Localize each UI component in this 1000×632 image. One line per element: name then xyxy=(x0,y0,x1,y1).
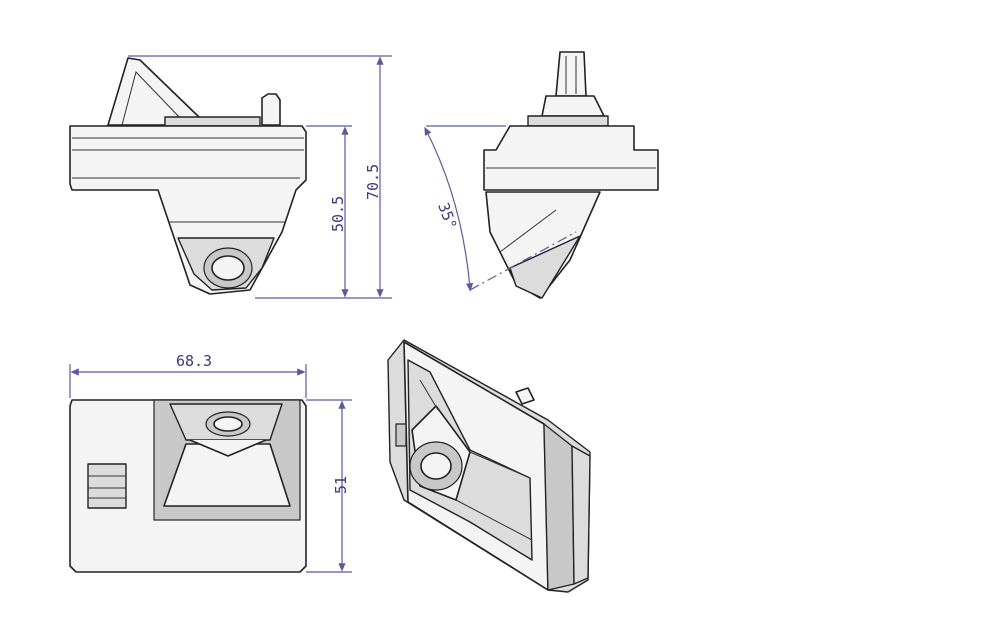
dimension-label-angle: 35° xyxy=(434,200,460,232)
dimension-51: 51 xyxy=(306,399,352,573)
dimension-label-50-5: 50.5 xyxy=(329,196,347,232)
side-view xyxy=(483,51,659,299)
dimension-70-5: 70.5 xyxy=(128,55,392,299)
isometric-view xyxy=(387,339,591,593)
back-view xyxy=(69,399,307,573)
dimension-label-68-3: 68.3 xyxy=(176,352,212,370)
dimension-label-51: 51 xyxy=(332,476,350,494)
front-view xyxy=(69,57,307,295)
dimension-label-70-5: 70.5 xyxy=(364,164,382,200)
dimension-68-3: 68.3 xyxy=(69,352,307,398)
dimension-50-5: 50.5 xyxy=(306,125,352,298)
